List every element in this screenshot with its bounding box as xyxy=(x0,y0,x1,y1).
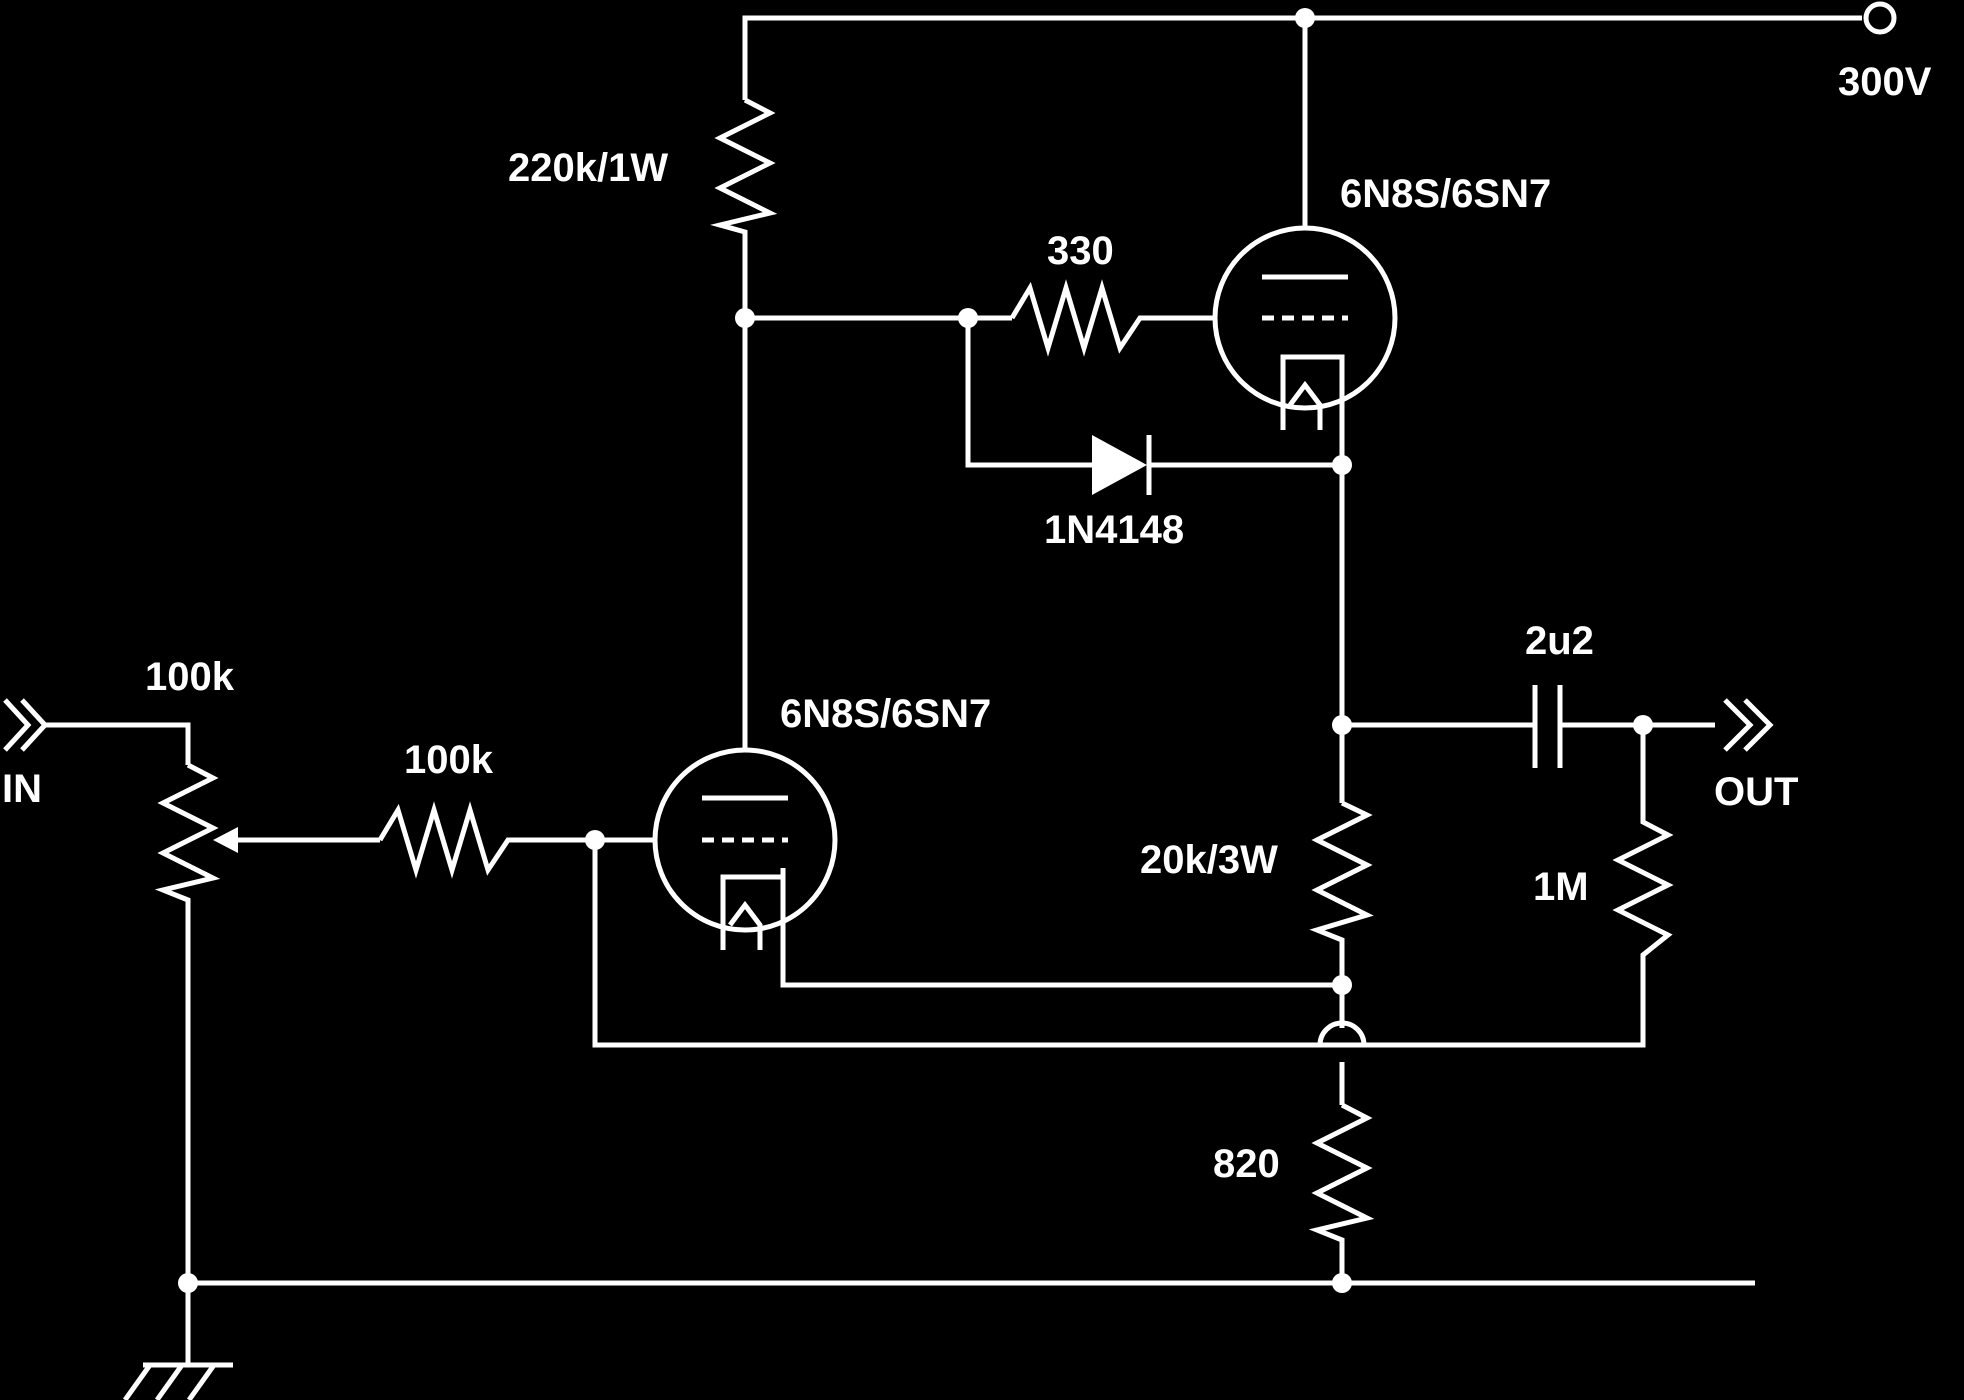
lower-tube-label: 6N8S/6SN7 xyxy=(780,692,991,736)
supply-voltage-label: 300V xyxy=(1838,60,1932,104)
cathode-resistor xyxy=(1308,1102,1375,1283)
supply-terminal xyxy=(1863,1,1897,35)
output-bleeder xyxy=(1100,725,1674,1048)
output-node-wiring xyxy=(1332,465,1535,803)
volume-potentiometer xyxy=(154,762,380,1283)
grid-stopper-lower xyxy=(377,801,1320,1048)
upper-tube-label: 6N8S/6SN7 xyxy=(1340,172,1551,216)
volume-pot-label: 100k xyxy=(145,655,235,699)
supply-rail xyxy=(742,1,1897,228)
ground-rail xyxy=(178,1273,1755,1365)
output-bleeder-label: 1M xyxy=(1533,865,1589,909)
load-resistor xyxy=(1309,800,1374,995)
cathode-resistor-label: 820 xyxy=(1213,1142,1280,1186)
upper-tube xyxy=(1212,225,1398,465)
grid-stopper-lower-label: 100k xyxy=(404,738,494,782)
input-label: IN xyxy=(2,767,42,811)
plate-resistor xyxy=(710,97,778,318)
grid-stopper-upper xyxy=(1009,279,1215,357)
diode-triangle xyxy=(1092,435,1147,495)
lower-cathode-wiring xyxy=(780,868,1367,1105)
output-terminal xyxy=(1723,698,1774,752)
output-label: OUT xyxy=(1714,770,1798,814)
ground-symbol xyxy=(122,1362,233,1400)
input-terminal xyxy=(3,698,191,765)
grid-stopper-upper-label: 330 xyxy=(1047,229,1114,273)
diode-label: 1N4148 xyxy=(1044,508,1184,552)
output-capacitor xyxy=(1532,685,1715,768)
plate-resistor-label: 220k/1W xyxy=(508,146,668,190)
output-capacitor-label: 2u2 xyxy=(1525,619,1594,663)
lower-tube xyxy=(652,747,838,950)
load-resistor-label: 20k/3W xyxy=(1140,838,1278,882)
